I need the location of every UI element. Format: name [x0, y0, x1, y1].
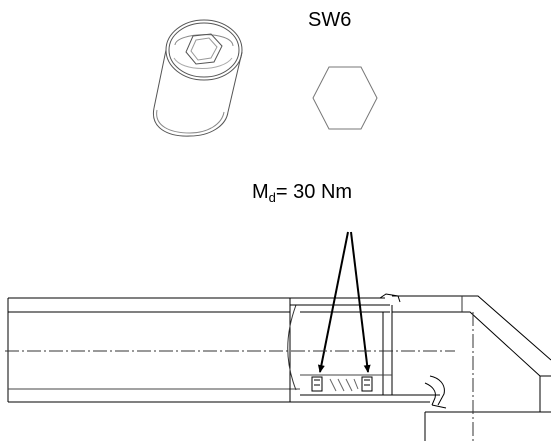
torque-arrow-left	[317, 231, 349, 373]
torque-arrow-right	[350, 231, 371, 373]
tube-section-drawing	[5, 293, 551, 441]
torque-arrows	[317, 231, 371, 373]
torque-label: Md= 30 Nm	[252, 182, 352, 204]
hex-socket-profile-icon	[312, 66, 378, 130]
bolt-bore-right	[361, 376, 373, 392]
torque-subscript: d	[268, 190, 276, 205]
bolt-bore-left	[311, 376, 323, 392]
socket-head-cap-screw-icon	[152, 19, 243, 137]
torque-symbol: M	[252, 181, 269, 203]
wrench-size-label: SW6	[308, 9, 352, 31]
torque-value: = 30 Nm	[275, 181, 353, 203]
